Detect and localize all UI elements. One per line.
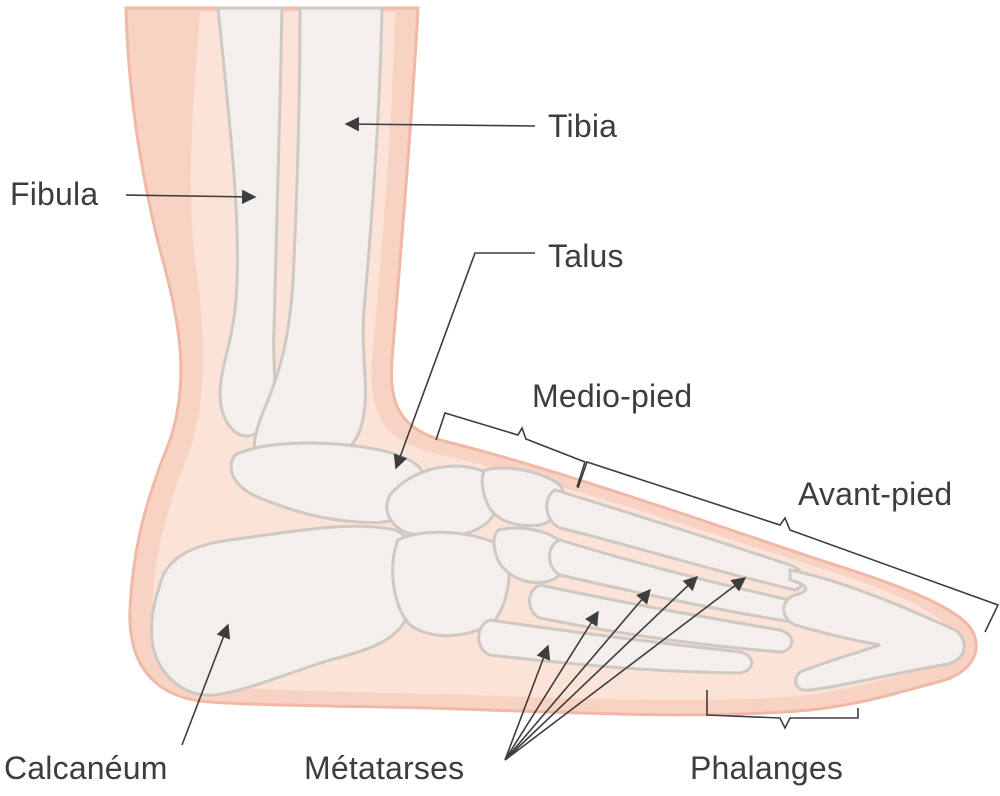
cuneiform-bone-1 <box>480 466 566 528</box>
metatarsal-leader-2 <box>504 610 599 761</box>
metatarsal-leader-1 <box>504 644 551 761</box>
forefoot-label: Avant-pied <box>798 476 953 512</box>
phalanges-label: Phalanges <box>690 750 844 786</box>
fibula-label: Fibula <box>10 176 99 212</box>
metatarsal-3 <box>528 583 794 654</box>
tibia-label: Tibia <box>548 108 618 144</box>
midfoot-brace <box>435 412 586 488</box>
forefoot-brace <box>577 460 1000 633</box>
metatarsal-leader-4 <box>504 576 699 761</box>
midfoot-label: Medio-pied <box>532 378 693 414</box>
calcaneus-label: Calcanéum <box>4 750 168 786</box>
phalanges-brace <box>706 690 859 730</box>
navicular-bone <box>385 464 499 539</box>
cuneiform-bone-2 <box>492 526 570 585</box>
phalanges-group <box>782 568 966 692</box>
tibia-leader <box>344 116 536 132</box>
metatarsal-leader-3 <box>504 588 651 761</box>
calcaneus-leader <box>181 623 231 746</box>
talus-label: Talus <box>548 238 624 274</box>
metatarsal-1 <box>545 488 805 592</box>
metatarsal-leader-5 <box>504 577 747 761</box>
talus-leader <box>393 252 535 470</box>
metatarsals-label: Métatarses <box>304 750 465 786</box>
fibula-bone <box>216 6 284 438</box>
fibula-leader <box>125 189 257 204</box>
